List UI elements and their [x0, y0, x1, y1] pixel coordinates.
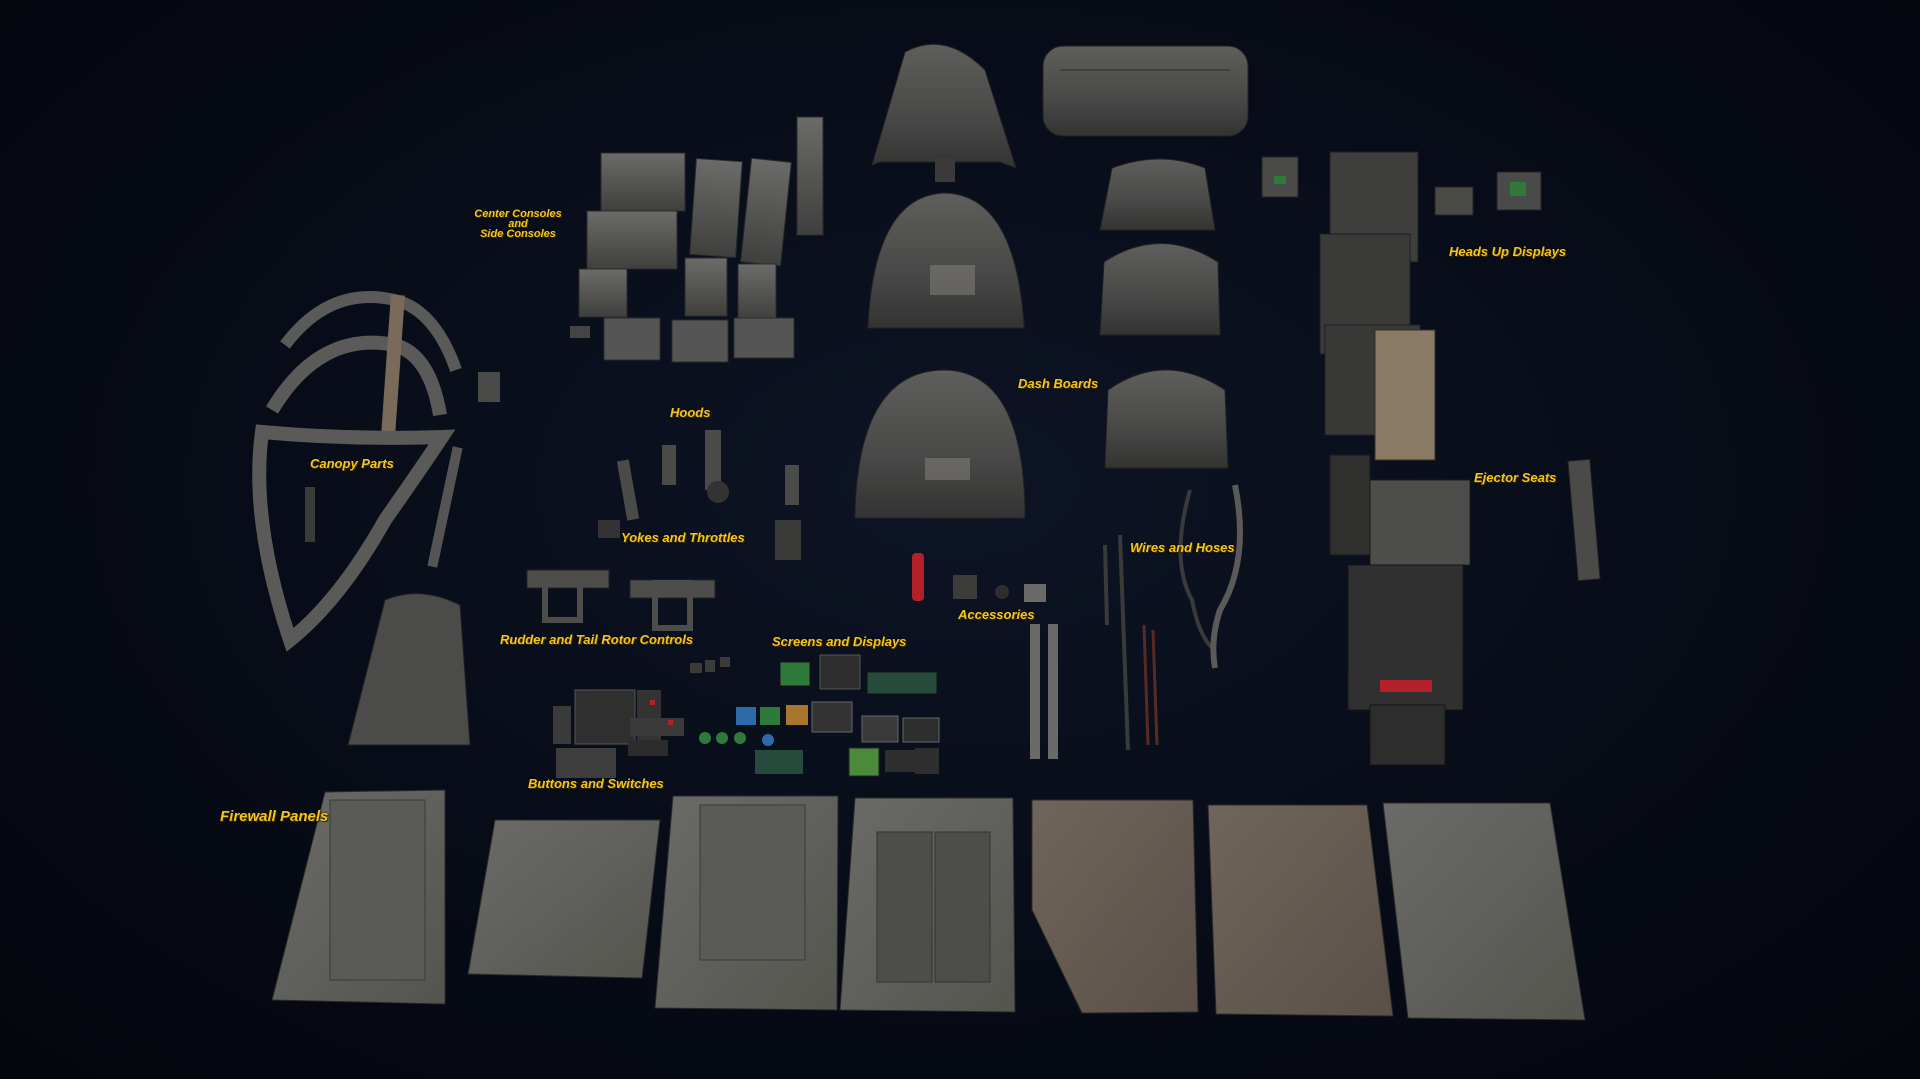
hoods [854, 43, 1026, 519]
label-canopy-parts: Canopy Parts [310, 456, 394, 471]
label-heads-up-displays: Heads Up Displays [1449, 244, 1567, 259]
label-ejector-seats: Ejector Seats [1474, 470, 1557, 485]
screens-and-displays [699, 654, 940, 777]
label-rudder-and-tail-rotor-controls: Rudder and Tail Rotor Controls [500, 632, 694, 647]
label-center-consoles-line2: and [508, 218, 528, 230]
center-and-side-consoles [570, 116, 824, 363]
label-buttons-and-switches: Buttons and Switches [528, 776, 664, 791]
rudder-and-tail-rotor-controls [526, 569, 716, 631]
label-yokes-and-throttles: Yokes and Throttles [621, 530, 745, 545]
label-dash-boards: Dash Boards [1018, 376, 1099, 391]
firewall-panels [271, 789, 1586, 1021]
label-screens-and-displays: Screens and Displays [772, 634, 907, 649]
label-hoods: Hoods [670, 405, 711, 420]
label-accessories: Accessories [958, 607, 1035, 622]
dash-boards [1099, 158, 1229, 469]
label-firewall-panels: Firewall Panels [220, 808, 329, 825]
accessories [912, 553, 1058, 759]
wires-and-hoses [1103, 484, 1243, 751]
label-wires-and-hoses: Wires and Hoses [1130, 540, 1235, 555]
label-center-consoles-line1: Center Consoles [474, 208, 562, 220]
canopy-parts [252, 291, 500, 746]
buttons-and-switches [553, 657, 730, 778]
yokes-and-throttles [598, 430, 801, 560]
label-center-consoles-line3: Side Consoles [480, 228, 556, 240]
top-dashboard-cover [1042, 45, 1249, 137]
label-center-consoles: Center Consoles and Side Consoles [462, 208, 574, 240]
ejector-seats [1319, 151, 1601, 766]
heads-up-displays [1261, 156, 1542, 216]
